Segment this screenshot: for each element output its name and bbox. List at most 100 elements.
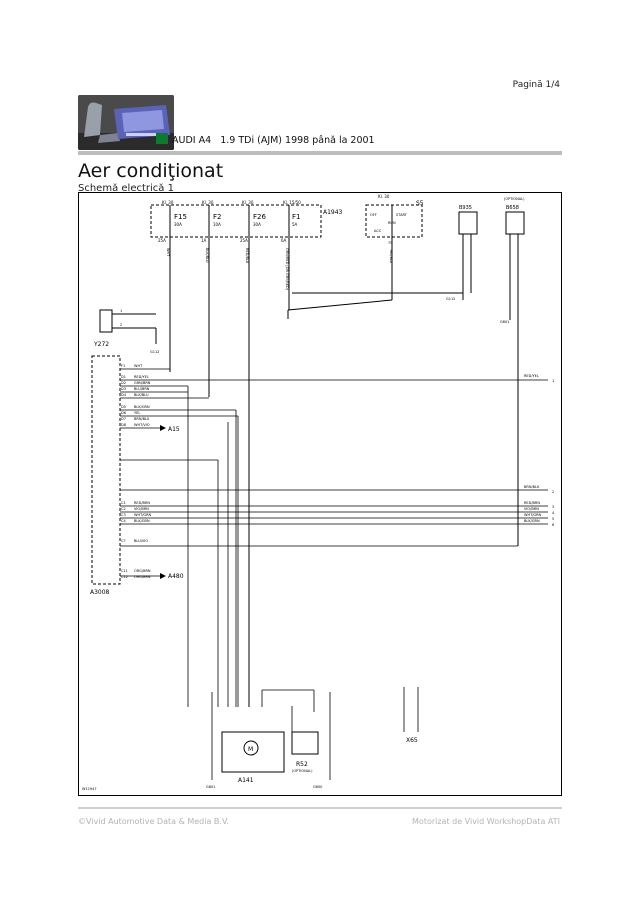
diagram-text: BLU/VIO — [134, 539, 148, 543]
component-b935: B935 — [459, 205, 472, 211]
diagram-text: 4 — [552, 511, 555, 515]
vehicle-label: AUDI A4 — [172, 135, 212, 146]
optional-label: (OPTIONAL) — [504, 197, 525, 201]
ground-label: G601 — [500, 320, 509, 324]
diagram-text: F1 — [121, 364, 125, 368]
ground-label: G112 — [150, 350, 159, 354]
a141-box — [221, 731, 285, 773]
fuse-name: F15 — [174, 213, 187, 221]
fuse-f26: Kl. 30 F26 30A 25A — [240, 200, 266, 707]
diagram-text: BRN/BLK — [524, 485, 540, 489]
component-a480: A480 — [168, 573, 184, 580]
diagram-text: WHT/GRN — [524, 513, 542, 517]
diagram-text: D7 — [121, 417, 126, 421]
b658-box — [505, 211, 525, 235]
diagram-text: VIO/BRN — [134, 507, 149, 511]
ground-label: G601 — [206, 785, 215, 789]
diagram-text: C12 — [121, 575, 128, 579]
diagram-text: C2 — [121, 507, 126, 511]
ground-label: G112 — [446, 297, 455, 301]
page-subtitle: Schemă electrică 1 — [78, 183, 174, 194]
ignition-pin: 75 — [388, 241, 392, 245]
motor-icon — [243, 740, 259, 756]
component-a141: A141 — [238, 777, 254, 784]
wire-label: WHT — [166, 248, 170, 257]
fuse-rating: 5A — [292, 222, 298, 227]
component-b658: B658 — [506, 205, 519, 211]
diagram-ref: W11947 — [82, 787, 97, 791]
a3008-outline — [91, 355, 121, 585]
component-a15: A15 — [168, 426, 180, 433]
copyright: ©Vivid Automotive Data & Media B.V. — [78, 817, 229, 826]
diagram-text: D4 — [121, 393, 127, 397]
diagram-text: 2 — [552, 490, 554, 494]
diagram-text: BLU/BRN — [134, 387, 150, 391]
wire-label: GRN/RED (OR GRY/RED) — [285, 248, 289, 291]
car-interior-image — [78, 95, 174, 150]
fuse-output: 25A — [240, 238, 248, 243]
diagram-text: 6 — [552, 523, 554, 527]
diagram-text: D8 — [121, 423, 126, 427]
fuse-feed: Kl. 15/50 — [283, 200, 301, 205]
engine-label: 1.9 TDi (AJM) 1998 până la 2001 — [220, 135, 375, 146]
diagram-text: YEL — [134, 411, 140, 415]
wire-label: RED/BLU — [245, 248, 249, 264]
diagram-text: ORG/BRN — [134, 569, 151, 573]
diagram-text: RED/YEL — [134, 375, 149, 379]
diagram-text: M — [248, 746, 253, 753]
diagram-text: 2 — [120, 323, 122, 327]
diagram-text: D2 — [121, 381, 126, 385]
diagram-text: WHT/VIO — [134, 423, 150, 427]
diagram-text: C4 — [121, 519, 126, 523]
diagram-text: RED/BRN — [524, 501, 540, 505]
diagram-text: VIO/BRN — [524, 507, 539, 511]
header-divider — [78, 151, 562, 155]
fuse-output: 25A — [158, 238, 166, 243]
page-title: Aer condiţionat — [78, 160, 224, 182]
fuse-output: 1A — [201, 238, 207, 243]
component-y272: Y272 — [93, 341, 109, 348]
page-number: Pagină 1/4 — [512, 80, 560, 90]
fuse-box-label: A1943 — [323, 209, 343, 216]
diagram-text: C11 — [121, 569, 128, 573]
diagram-text: BLK/GRN — [134, 405, 150, 409]
wire-label: BLK/BLU — [205, 248, 209, 263]
component-r52: R52 — [296, 761, 308, 768]
footer-divider — [78, 807, 562, 809]
diagram-text: WHT — [134, 364, 143, 368]
diagram-text: C7 — [121, 539, 126, 543]
ignition-name: S5 — [416, 200, 424, 207]
fuse-feed: Kl. 30 — [202, 200, 214, 205]
diagram-text: 3 — [552, 505, 554, 509]
ignition-feed: Kl. 30 — [378, 194, 390, 199]
diagram-text: C3 — [121, 513, 126, 517]
wire-label: YEL/BLU — [389, 249, 393, 264]
r52-box — [291, 731, 319, 755]
fuse-box-outline — [150, 204, 322, 238]
fuse-rating: 30A — [253, 222, 261, 227]
ignition-acc: ACC — [374, 229, 382, 233]
powered-by: Motorizat de Vivid WorkshopData ATI — [412, 817, 560, 826]
fuse-f15: Kl. 30 F15 30A 25A — [158, 200, 187, 372]
diagram-text: GRN/BRN — [134, 381, 151, 385]
fuse-name: F2 — [213, 213, 221, 221]
y272-box — [99, 309, 113, 333]
component-x65: X65 — [406, 737, 418, 744]
ground-label: G600 — [313, 785, 322, 789]
fuse-name: F1 — [292, 213, 300, 221]
diagram-text: C1 — [121, 501, 126, 505]
b935-box — [458, 211, 478, 235]
wiring-diagram: A1943 Kl. 30 F15 30A 25A Kl. 30 F2 10A 1… — [78, 192, 562, 796]
ignition-start: START — [396, 213, 408, 217]
diagram-text: D3 — [121, 387, 126, 391]
ignition-off: OFF — [370, 213, 377, 217]
ignition-switch-outline — [365, 204, 423, 238]
diagram-text: BLK/GRN — [524, 519, 540, 523]
green-marker-icon — [156, 133, 168, 144]
fuse-output: 6A — [281, 238, 287, 243]
diagram-text: RED/YEL — [524, 374, 539, 378]
component-a3008: A3008 — [90, 589, 110, 596]
